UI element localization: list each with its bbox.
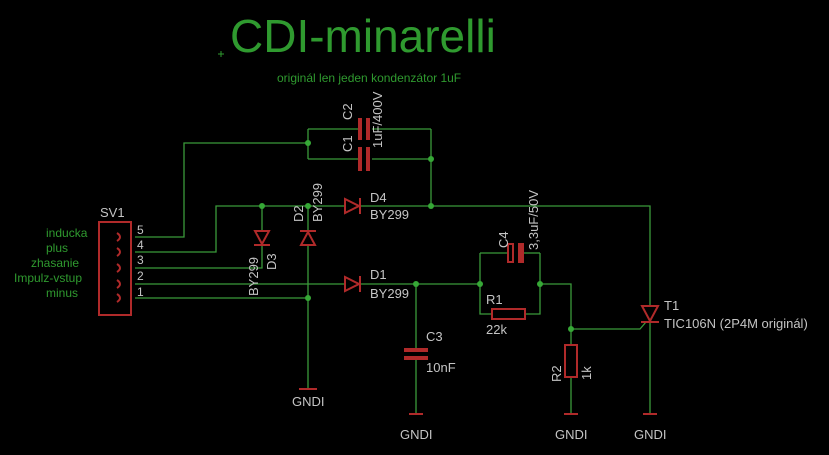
junctions xyxy=(259,140,574,332)
svg-text:D4: D4 xyxy=(370,190,387,205)
diode-d2[interactable]: D2 BY299 xyxy=(291,183,325,246)
svg-text:R1: R1 xyxy=(486,292,503,307)
svg-text:T1: T1 xyxy=(664,298,679,313)
signal-label: minus xyxy=(46,286,78,300)
svg-text:C4: C4 xyxy=(496,231,511,248)
svg-text:D2: D2 xyxy=(291,205,306,222)
svg-text:C3: C3 xyxy=(426,329,443,344)
svg-text:22k: 22k xyxy=(486,322,507,337)
ground-label: GNDI xyxy=(555,427,588,442)
pin-number: 2 xyxy=(137,269,144,283)
svg-text:D1: D1 xyxy=(370,267,387,282)
origin-mark xyxy=(218,51,224,57)
wires xyxy=(135,128,651,413)
capacitor-c3[interactable]: C3 10nF xyxy=(404,329,456,375)
svg-text:C2: C2 xyxy=(340,103,355,120)
svg-text:BY299: BY299 xyxy=(246,257,261,296)
title: CDI-minarelli xyxy=(230,10,496,62)
signal-label: plus xyxy=(46,241,68,255)
svg-text:1k: 1k xyxy=(579,366,594,380)
svg-text:C1: C1 xyxy=(340,135,355,152)
connector-sv1[interactable]: SV1 5 4 3 2 1 inducka plus zhasanie Impu… xyxy=(14,205,144,316)
signal-label: zhasanie xyxy=(31,256,79,270)
svg-text:3,3uF/50V: 3,3uF/50V xyxy=(526,190,541,250)
capacitor-c1[interactable]: C1 xyxy=(340,135,370,171)
capacitor-c2[interactable]: C2 1uF/400V xyxy=(340,91,385,148)
svg-text:BY299: BY299 xyxy=(370,207,409,222)
connector-name: SV1 xyxy=(100,205,125,220)
capacitor-c4[interactable]: C4 3,3uF/50V xyxy=(496,190,541,263)
resistor-r1[interactable]: R1 22k xyxy=(486,292,526,337)
pin-number: 3 xyxy=(137,253,144,267)
diode-d4[interactable]: D4 BY299 xyxy=(344,190,409,222)
signal-label: Impulz-vstup xyxy=(14,271,82,285)
svg-text:D3: D3 xyxy=(264,253,279,270)
pin-number: 5 xyxy=(137,223,144,237)
resistor-r2[interactable]: R2 1k xyxy=(549,344,594,382)
svg-text:R2: R2 xyxy=(549,365,564,382)
pin-number: 4 xyxy=(137,238,144,252)
diode-d3[interactable]: BY299 D3 xyxy=(246,230,279,296)
pin-number: 1 xyxy=(137,285,144,299)
ground-label: GNDI xyxy=(634,427,667,442)
svg-text:TIC106N (2P4M originál): TIC106N (2P4M originál) xyxy=(664,316,808,331)
diode-d1[interactable]: D1 BY299 xyxy=(344,267,409,301)
svg-text:BY299: BY299 xyxy=(370,286,409,301)
ground-label: GNDI xyxy=(400,427,433,442)
svg-text:10nF: 10nF xyxy=(426,360,456,375)
ground-label: GNDI xyxy=(292,394,325,409)
svg-text:BY299: BY299 xyxy=(310,183,325,222)
svg-text:1uF/400V: 1uF/400V xyxy=(370,91,385,148)
thyristor-t1[interactable]: T1 TIC106N (2P4M originál) xyxy=(640,298,808,331)
ground-symbols: GNDI GNDI GNDI GNDI xyxy=(292,388,667,442)
signal-label: inducka xyxy=(46,226,88,240)
subtitle: originál len jeden kondenzátor 1uF xyxy=(277,71,461,85)
